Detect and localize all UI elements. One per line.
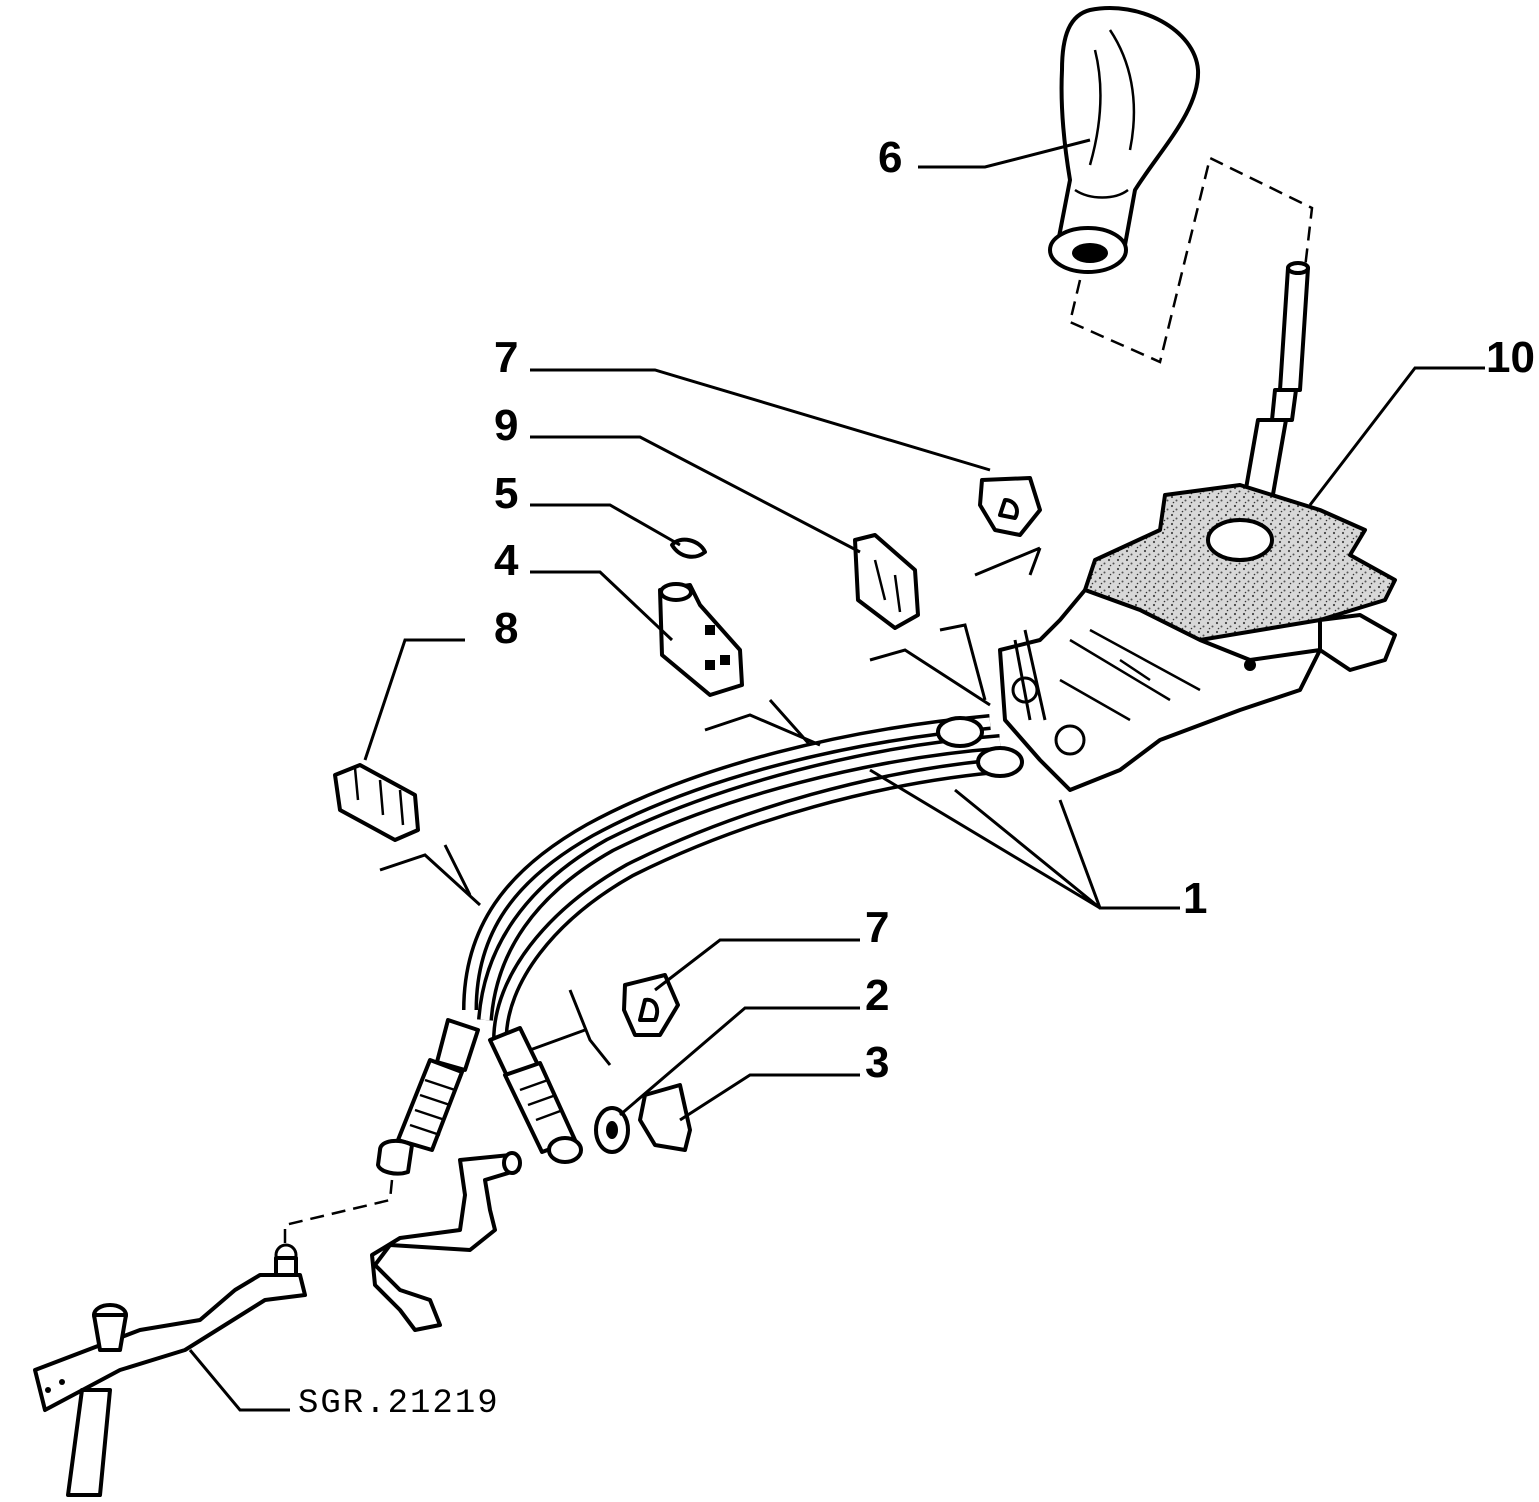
gear-knob xyxy=(1048,6,1201,274)
part-9-retainer xyxy=(853,533,920,630)
assembly-line-knob xyxy=(1068,156,1314,364)
callout-3: 3 xyxy=(865,1038,889,1087)
leader-lines xyxy=(188,138,1485,1412)
callout-2: 2 xyxy=(865,971,889,1020)
part-2-washer xyxy=(594,1106,630,1154)
lever-support-plate xyxy=(1083,483,1397,672)
callout-10: 10 xyxy=(1486,333,1535,382)
assembly-line-cable-end xyxy=(283,1179,394,1245)
part-7-clip-top xyxy=(978,476,1042,537)
callout-6: 6 xyxy=(878,133,902,182)
drawing-reference: SGR.21219 xyxy=(298,1385,500,1423)
part-4-block xyxy=(658,582,744,697)
callout-7-bottom: 7 xyxy=(865,903,889,952)
callout-9: 9 xyxy=(494,401,518,450)
cable-end-left xyxy=(376,1018,480,1176)
lever-housing xyxy=(998,588,1322,792)
gearbox-engagement-lever xyxy=(33,1243,307,1497)
callout-5: 5 xyxy=(494,469,518,518)
part-3-clip xyxy=(638,1083,692,1152)
callout-8: 8 xyxy=(494,604,518,653)
callout-7-top: 7 xyxy=(494,333,518,382)
control-cables xyxy=(462,714,1024,1041)
callout-4: 4 xyxy=(494,536,519,585)
part-7-clip-bottom xyxy=(622,973,680,1037)
gearbox-selector-lever xyxy=(370,1151,522,1332)
cable-end-right xyxy=(488,1026,583,1164)
callout-labels: 6 10 7 9 5 4 8 1 7 2 3 SGR.21219 xyxy=(298,133,1535,1423)
callout-1: 1 xyxy=(1183,874,1207,923)
part-8-clamp xyxy=(333,763,420,842)
